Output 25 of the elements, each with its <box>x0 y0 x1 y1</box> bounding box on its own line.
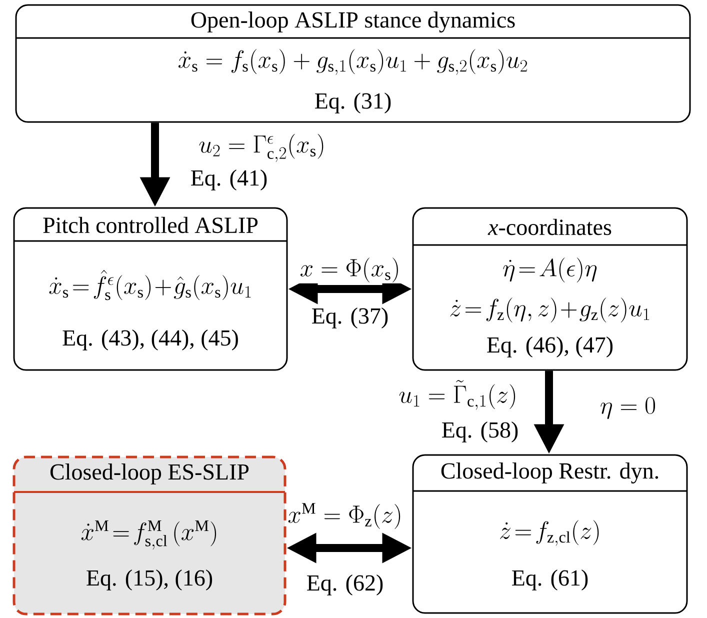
equation: $\dot{x}_\mathrm{s}=\hat{f}^{\epsilon}_\mathrm{s}(x_\mathrm{s})+\hat{g}_\mathrm{s}(x_\mathrm{s})u_1$ <box>49 270 251 300</box>
equation-reference: Eq. (62) <box>307 574 383 596</box>
equation-reference: Eq. (37) <box>312 308 388 328</box>
equation-reference: Eq. (31) <box>315 92 391 114</box>
edge-label: $x^\mathrm{M}=\Phi_\mathrm{z}(z)$ <box>286 502 404 530</box>
box-title: Closed-loop ES-SLIP <box>50 464 249 484</box>
edge-label: $u_2=\Gamma^{\epsilon}_{\mathrm{c},2}(x_\mathrm{s})$ <box>198 132 326 164</box>
box-title: Closed-loop Restr. dyn. <box>441 462 658 484</box>
box-title: Pitch controlled ASLIP <box>43 216 258 234</box>
box-title: Open-loop ASLIP stance dynamics <box>191 12 515 32</box>
box-title: x-coordinates <box>488 218 612 236</box>
equation-reference: Eq. (61) <box>512 570 588 590</box>
edge-label: $u_1=\tilde{\Gamma}_{\mathrm{c},1}(z)$ <box>398 379 518 411</box>
condition-label: $\eta = 0$ <box>600 397 656 419</box>
edge-label: $x=\Phi(x_\mathrm{s})$ <box>298 256 402 284</box>
equation: $\dot{x}_\mathrm{s} = f_\mathrm{s}(x_\mathrm{s}) + g_{\mathrm{s},1}(x_\mathrm{s})u_1 + g_{\mathrm{s},2}(x_\mathrm{s})u_2$ <box>178 49 527 75</box>
equation: $\dot{\eta}=A(\epsilon)\eta$ <box>503 258 597 282</box>
equation-reference: Eq. (43), (44), (45) <box>62 330 238 350</box>
equation-reference: Eq. (15), (16) <box>86 570 212 590</box>
equation: $\dot{z}=f_\mathrm{z}(\eta,z)+g_\mathrm{z}(z)u_1$ <box>450 298 650 322</box>
equation-reference: Eq. (46), (47) <box>487 336 613 358</box>
equation: $\dot{x}^\mathrm{M}=f^\mathrm{M}_{\mathrm{s,cl}}\left(x^\mathrm{M}\right)$ <box>81 520 216 550</box>
equation: $\dot{z}=f_{\mathrm{z,cl}}(z)$ <box>500 520 599 546</box>
equation-reference: Eq. (41) <box>191 170 267 190</box>
equation-reference: Eq. (58) <box>442 422 518 442</box>
